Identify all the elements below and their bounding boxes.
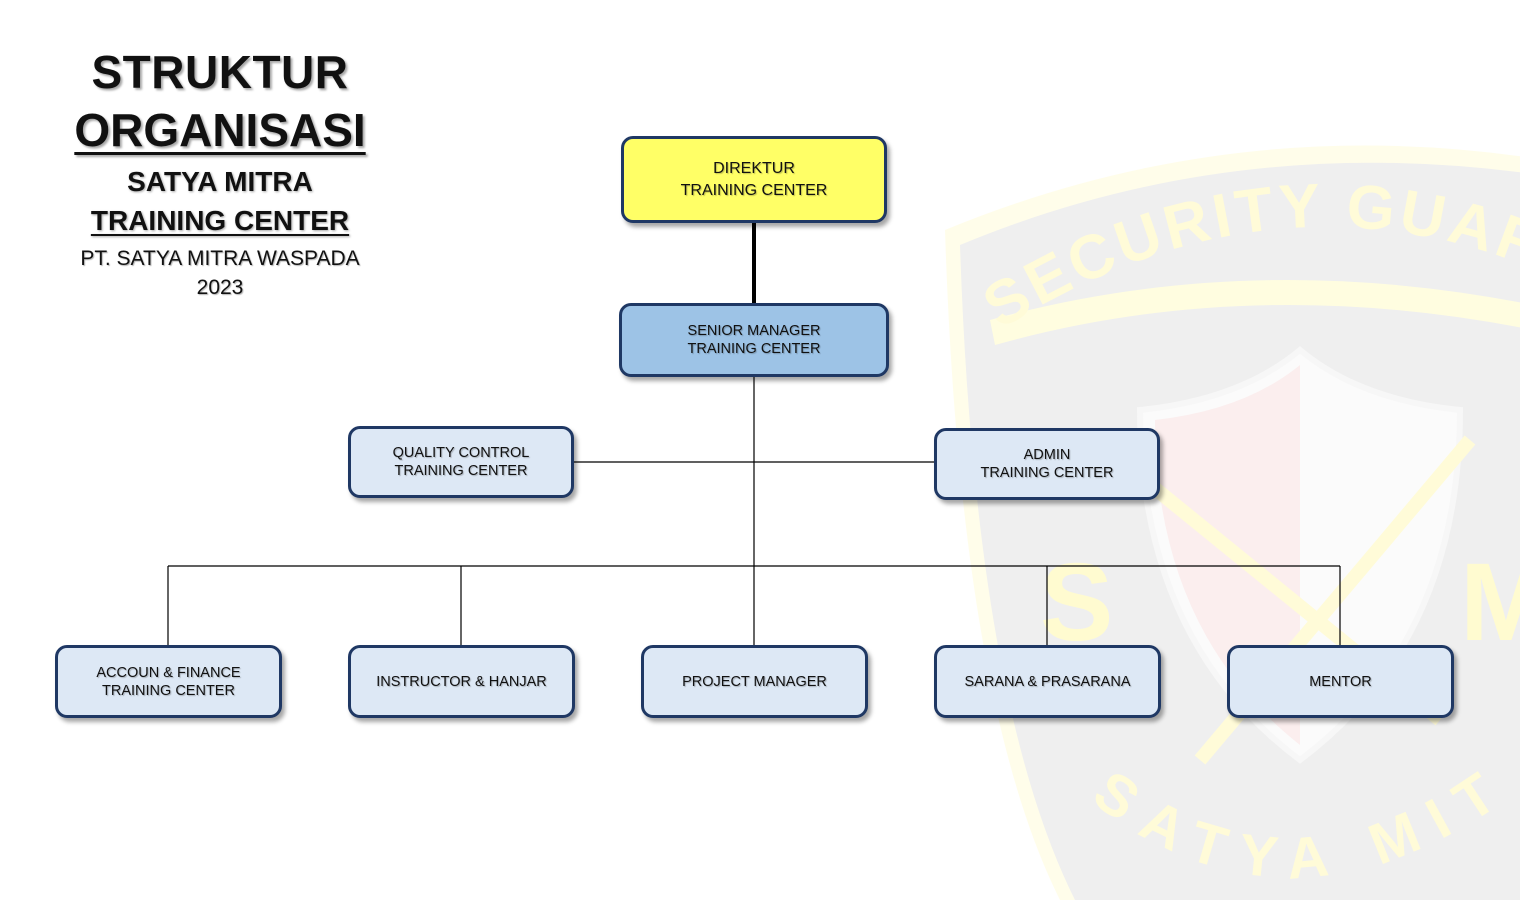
title-block: STRUKTUR ORGANISASI SATYA MITRA TRAINING… <box>60 42 380 302</box>
subtitle-training-center: TRAINING CENTER <box>90 205 350 236</box>
node-accoun-finance-line1: ACCOUN & FINANCE <box>96 664 241 681</box>
node-instructor-hanjar-label: INSTRUCTOR & HANJAR <box>376 673 547 690</box>
subtitle-satya-mitra: SATYA MITRA <box>127 166 313 197</box>
node-quality-control-line2: TRAINING CENTER <box>394 463 528 479</box>
node-senior-manager-line1: SENIOR MANAGER <box>687 323 821 339</box>
node-quality-control-line1: QUALITY CONTROL <box>392 445 530 461</box>
node-admin-line1: ADMIN <box>1023 447 1071 463</box>
node-direktur: DIREKTUR TRAINING CENTER <box>621 136 887 223</box>
node-senior-manager-line2: TRAINING CENTER <box>687 341 821 357</box>
node-accoun-finance: ACCOUN & FINANCE TRAINING CENTER <box>55 645 282 718</box>
node-mentor-label: MENTOR <box>1309 673 1372 690</box>
node-instructor-hanjar: INSTRUCTOR & HANJAR <box>348 645 575 718</box>
node-sarana-prasarana-label: SARANA & PRASARANA <box>964 673 1131 690</box>
node-accoun-finance-line2: TRAINING CENTER <box>102 682 235 699</box>
year: 2023 <box>196 276 244 299</box>
node-project-manager-label: PROJECT MANAGER <box>682 673 827 690</box>
node-senior-manager: SENIOR MANAGER TRAINING CENTER <box>619 303 889 377</box>
title-struktur: STRUKTUR <box>91 46 349 98</box>
node-mentor: MENTOR <box>1227 645 1454 718</box>
company-name: PT. SATYA MITRA WASPADA <box>80 247 360 270</box>
node-admin-line2: TRAINING CENTER <box>980 465 1114 481</box>
title-organisasi: ORGANISASI <box>74 104 366 156</box>
node-quality-control: QUALITY CONTROL TRAINING CENTER <box>348 426 574 498</box>
node-direktur-line2: TRAINING CENTER <box>680 181 828 199</box>
node-project-manager: PROJECT MANAGER <box>641 645 868 718</box>
node-admin: ADMIN TRAINING CENTER <box>934 428 1160 500</box>
node-direktur-line1: DIREKTUR <box>713 159 795 177</box>
node-sarana-prasarana: SARANA & PRASARANA <box>934 645 1161 718</box>
